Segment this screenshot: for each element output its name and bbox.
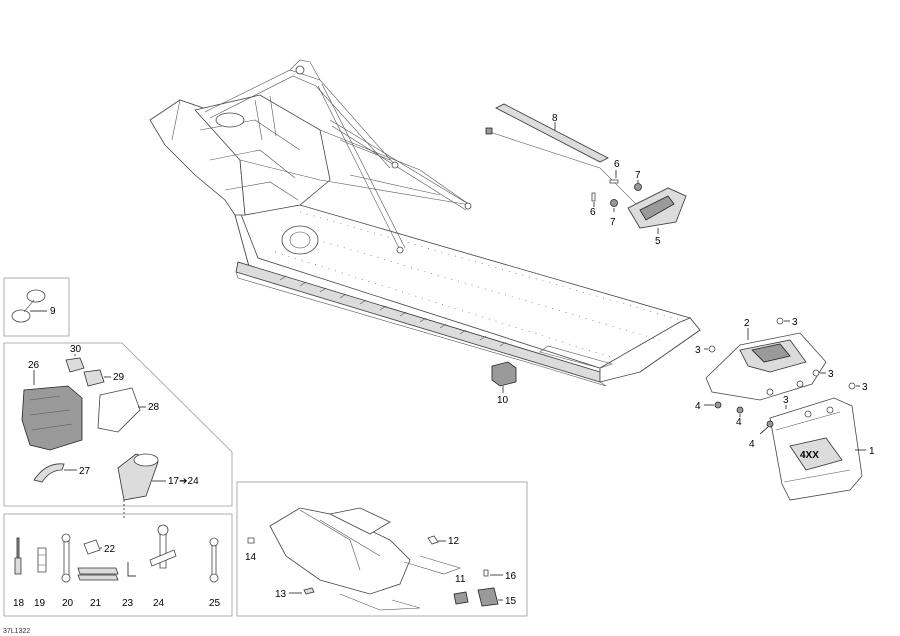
callout-7b: 7 [610,217,616,228]
callout-13: 13 [275,589,287,600]
callout-6a: 6 [614,159,620,170]
callout-4a: 4 [695,401,701,412]
callout-3a: 3 [792,317,798,328]
diagram-reference: 37L1322 [3,628,30,635]
callout-17-to-24: 17➔24 [168,476,199,487]
callout-11: 11 [455,574,466,585]
callout-26: 26 [28,360,40,371]
callout-6b: 6 [590,207,596,218]
callout-25: 25 [209,598,221,609]
callout-22: 22 [104,544,116,555]
callout-3c: 3 [828,369,834,380]
callout-24: 24 [153,598,165,609]
callout-4c: 4 [749,439,755,450]
frame-tunnel-assembly [149,59,701,387]
callout-3e: 3 [783,395,789,406]
callout-4b: 4 [736,417,742,428]
callout-19: 19 [34,598,46,609]
callout-28: 28 [148,402,160,413]
callout-10: 10 [497,395,509,406]
part-7-nut: 7 7 [610,170,642,228]
part-6-screw: 6 6 [590,159,620,218]
callout-21: 21 [90,598,102,609]
callout-5: 5 [655,236,661,247]
frame-box-9 [3,277,70,337]
callout-18: 18 [13,598,25,609]
rear-flap-assembly: 2 4XX 1 3 3 3 3 3 4 4 [695,317,875,501]
callout-3b: 3 [695,345,701,356]
callout-14: 14 [245,552,257,563]
part-9-group: 9 [3,277,70,337]
callout-27: 27 [79,466,91,477]
callout-8: 8 [552,113,558,124]
part-10-bracket: 10 [491,361,517,406]
callout-9: 9 [50,306,56,317]
callout-1: 1 [869,446,875,457]
frame-box-26-30 [3,342,233,507]
callout-20: 20 [62,598,74,609]
callout-15: 15 [505,596,517,607]
callout-23: 23 [122,598,134,609]
callout-30: 30 [70,344,82,355]
frame-box-11-16 [236,481,528,617]
callout-29: 29 [113,372,125,383]
part-5-tail-light: 5 [485,127,687,247]
mudflap-logo: 4XX [800,450,819,461]
callout-16: 16 [505,571,517,582]
sled-decal-group: 12 14 13 11 16 15 [236,481,528,617]
tool-kit-group: 18 19 20 21 22 23 24 25 [3,513,233,617]
callout-12: 12 [448,536,460,547]
callout-3d: 3 [862,382,868,393]
part-8-trim-strip: 8 [495,103,609,163]
callout-2: 2 [744,318,750,329]
frame-box-18-25 [3,513,233,617]
storage-kit-group: 26 30 29 28 27 17➔24 [3,342,233,518]
callout-7a: 7 [635,170,641,181]
